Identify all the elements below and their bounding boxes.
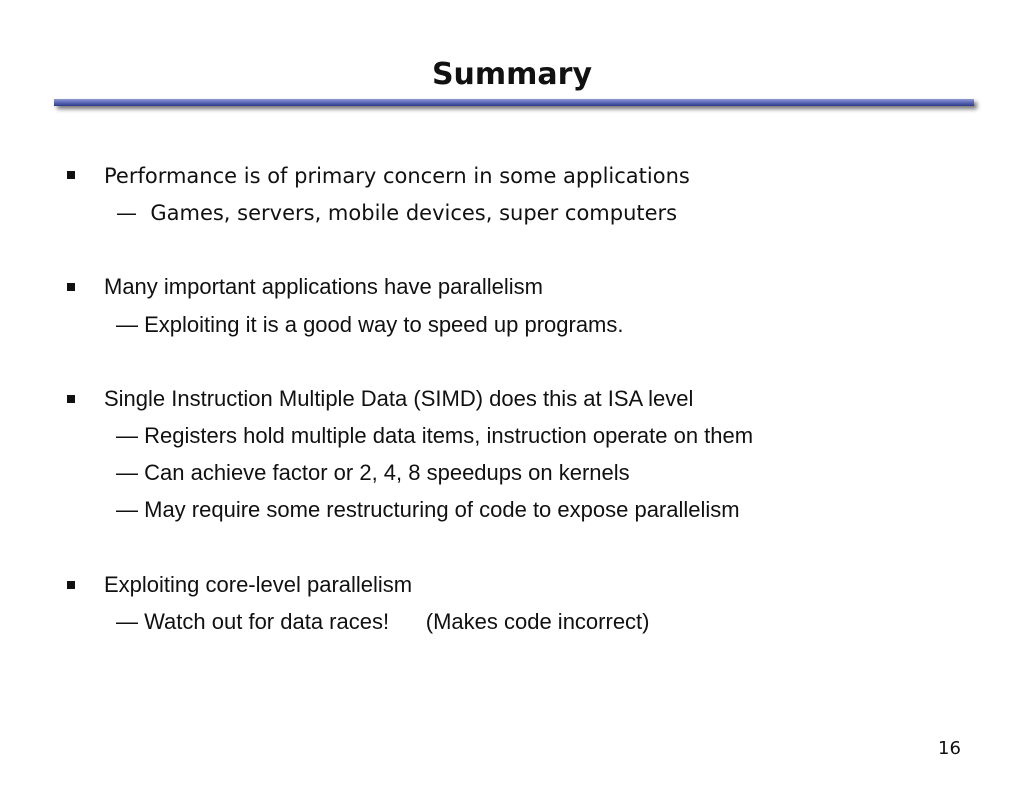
sub-bullet-text: — Games, servers, mobile devices, super … [116, 201, 678, 225]
sub-bullet-text: — May require some restructuring of code… [116, 497, 740, 522]
sub-bullet-text: — Can achieve factor or 2, 4, 8 speedups… [116, 460, 630, 485]
bullet-marker [67, 171, 75, 179]
sub-bullet-text: — Registers hold multiple data items, in… [116, 423, 754, 448]
bullet-marker [67, 581, 75, 589]
bullet-marker [67, 283, 75, 291]
bullet-text: Exploiting core-level parallelism [104, 572, 413, 597]
page-number: 16 [938, 738, 961, 759]
sub-bullet-text: — Exploiting it is a good way to speed u… [116, 312, 624, 337]
slide-title: Summary [431, 57, 593, 92]
title-underline [54, 99, 974, 106]
bullet-text: Many important applications have paralle… [104, 274, 543, 299]
bullet-text: Performance is of primary concern in som… [104, 164, 690, 188]
sub-bullet-text: — Watch out for data races! (Makes code … [116, 609, 650, 634]
bullet-text: Single Instruction Multiple Data (SIMD) … [104, 386, 694, 411]
bullet-marker [67, 395, 75, 403]
